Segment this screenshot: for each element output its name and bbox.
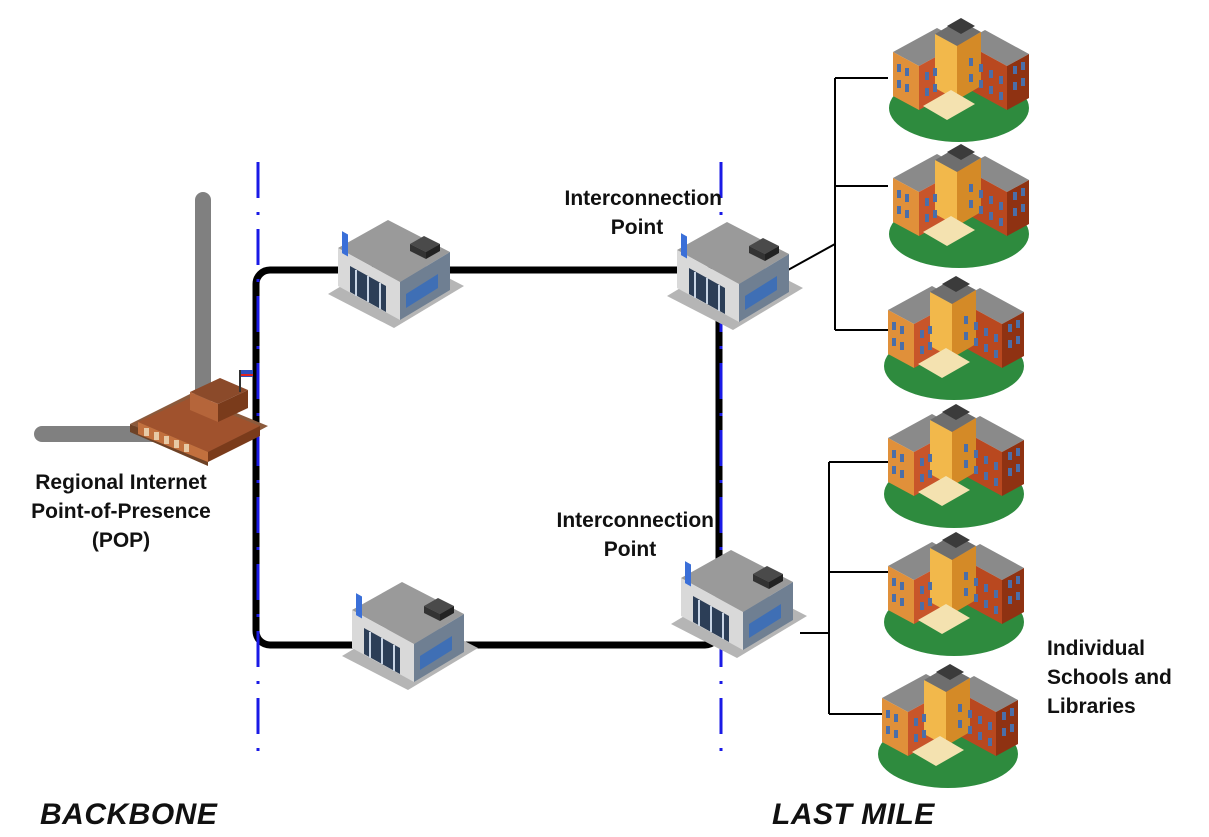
network-hub-building-icon xyxy=(341,581,479,691)
interconnection-top-line-2: Point xyxy=(610,216,664,239)
schools-label: Individual Schools and Libraries xyxy=(1047,634,1207,721)
interconnection-top-line-1: Interconnection xyxy=(564,187,722,210)
school-building-icon xyxy=(884,404,1024,528)
schools-label-line-3: Libraries xyxy=(1047,695,1136,718)
school-building-icon xyxy=(884,532,1024,656)
network-hub-building-icon xyxy=(327,219,465,329)
school-building-icon xyxy=(889,144,1029,268)
interconnection-bottom-line-1: Interconnection xyxy=(556,509,714,532)
backbone-section-label: BACKBONE xyxy=(40,798,218,831)
school-building-icon xyxy=(889,18,1029,142)
pop-label-line-1: Regional Internet xyxy=(35,471,207,494)
interconnection-label-bottom: Interconnection Point xyxy=(510,506,714,564)
interconnection-label-top: Interconnection Point xyxy=(510,184,722,242)
backbone-ring xyxy=(252,266,723,649)
interconnection-bottom-line-2: Point xyxy=(603,538,657,561)
schools-label-line-1: Individual xyxy=(1047,637,1146,660)
divider-lines xyxy=(256,162,723,756)
pop-label-line-2: Point-of-Presence xyxy=(31,500,211,523)
school-building-icon xyxy=(884,276,1024,400)
schools-label-line-2: Schools and xyxy=(1047,666,1172,689)
pop-label-line-3: (POP) xyxy=(91,529,151,552)
pop-label: Regional Internet Point-of-Presence (POP… xyxy=(4,468,238,555)
school-building-icon xyxy=(878,664,1018,788)
uplink-pipes xyxy=(34,192,211,442)
last-mile-section-label: LAST MILE xyxy=(772,798,935,831)
courthouse-building-icon xyxy=(130,370,268,466)
last-mile-links xyxy=(787,77,888,715)
